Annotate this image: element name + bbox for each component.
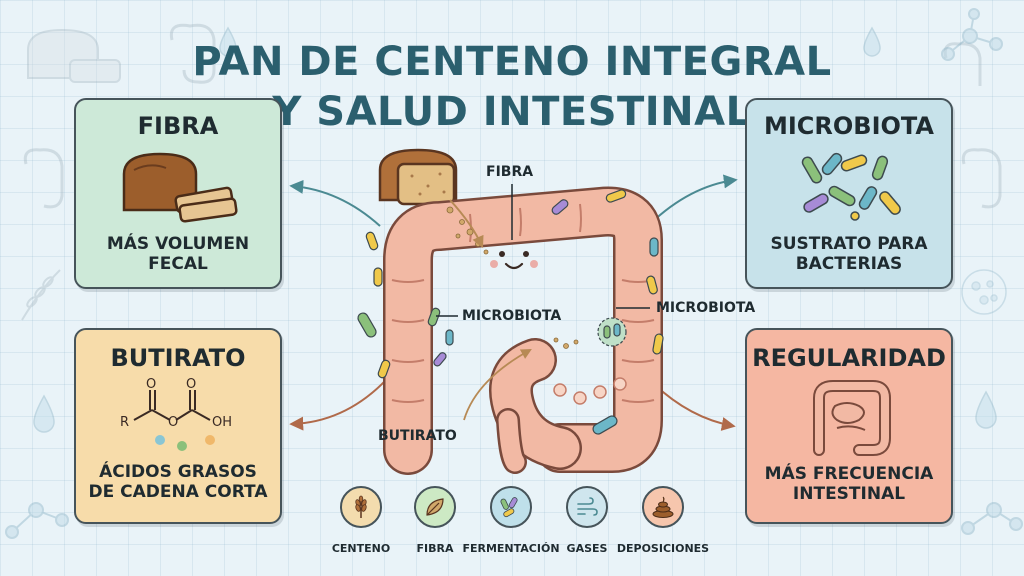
card-butirato-title: BUTIRATO: [110, 344, 246, 372]
card-butirato-subtitle-2: DE CADENA CORTA: [88, 482, 268, 503]
arrow-to-butirato: [289, 381, 385, 431]
legend-item-centeno: CENTENO: [306, 486, 416, 555]
card-fibra-subtitle-1: MÁS VOLUMEN: [106, 234, 250, 254]
page-title-line1: PAN DE CENTENO INTEGRAL: [192, 39, 832, 85]
wind-icon: [577, 497, 598, 516]
card-regularidad: REGULARIDAD MÁS FRECUENCIA INTESTINAL: [745, 328, 953, 524]
card-microbiota-title: MICROBIOTA: [763, 112, 934, 140]
butirato-flow-arrow: [463, 348, 532, 421]
legend-label-fermentacion: FERMENTACIÓN: [462, 542, 560, 555]
molecule-r-label: R: [120, 415, 129, 430]
molecule-o-label-2: O: [168, 415, 178, 430]
card-microbiota: MICROBIOTA SUSTRATO PARA BACTERIAS: [745, 98, 953, 289]
callout-microbiota-right: MICROBIOTA: [656, 300, 756, 316]
intestine-icon: [813, 380, 891, 456]
card-fibra-title: FIBRA: [137, 112, 219, 140]
arrow-to-microbiota: [649, 174, 738, 225]
card-regularidad-subtitle-1: MÁS FRECUENCIA: [764, 464, 934, 484]
legend-item-fermentacion: FERMENTACIÓN: [456, 486, 566, 555]
legend-item-deposiciones: DEPOSICIONES: [608, 486, 718, 555]
molecule-watermark-icon: [5, 8, 1023, 539]
card-microbiota-subtitle-1: SUSTRATO PARA: [770, 234, 928, 254]
page-title-line2: Y SALUD INTESTINAL: [272, 89, 752, 135]
droplet-watermark-icon: [33, 26, 997, 433]
bacteria-cluster: [357, 189, 664, 435]
butyrate-molecule-icon: R O O O OH: [120, 377, 232, 451]
bread-watermark-icon: [27, 28, 121, 83]
card-butirato: BUTIRATO R O O O OH ÁCIDOS GRASOS DE CAD…: [74, 328, 282, 524]
colon-face: [490, 251, 538, 270]
callout-fibra: FIBRA: [486, 164, 534, 180]
card-regularidad-subtitle-2: INTESTINAL: [792, 484, 906, 505]
legend-label-deposiciones: DEPOSICIONES: [616, 542, 710, 555]
card-microbiota-subtitle-2: BACTERIAS: [795, 254, 903, 275]
arrow-to-fibra: [289, 179, 381, 227]
arrow-to-regularidad: [653, 383, 736, 431]
legend-item-gases: GASES: [532, 486, 642, 555]
fiber-flow-arrow: [449, 199, 484, 249]
colon-illustration: [383, 186, 663, 475]
legend-label-fibra: FIBRA: [416, 542, 454, 555]
molecule-o-label-1: O: [146, 377, 156, 392]
molecule-oh-label: OH: [212, 415, 232, 430]
bread-loaf-icon: [378, 148, 458, 206]
card-regularidad-title: REGULARIDAD: [752, 344, 946, 372]
card-fibra-subtitle-2: FECAL: [148, 254, 208, 275]
bread-slices-icon: [122, 152, 238, 223]
wheat-icon: [355, 495, 367, 518]
wheat-watermark-icon: [21, 269, 61, 321]
card-fibra: FIBRA MÁS VOLUMEN FECAL: [74, 98, 282, 289]
stool-icon: [652, 496, 674, 518]
card-butirato-subtitle-1: ÁCIDOS GRASOS: [99, 462, 257, 482]
intestine-watermark-icon: [23, 23, 1002, 209]
legend-item-fibra: FIBRA: [380, 486, 490, 555]
callout-butirato: BUTIRATO: [378, 428, 457, 444]
bacteria-icon: [801, 152, 901, 221]
bacteria-icon: [500, 497, 518, 518]
legend-label-centeno: CENTENO: [331, 542, 391, 555]
dots-watermark-icon: [961, 269, 1007, 315]
molecule-o-label-3: O: [186, 377, 196, 392]
leaf-icon: [426, 498, 444, 516]
legend-label-gases: GASES: [566, 542, 608, 555]
callout-microbiota-left: MICROBIOTA: [462, 308, 562, 324]
